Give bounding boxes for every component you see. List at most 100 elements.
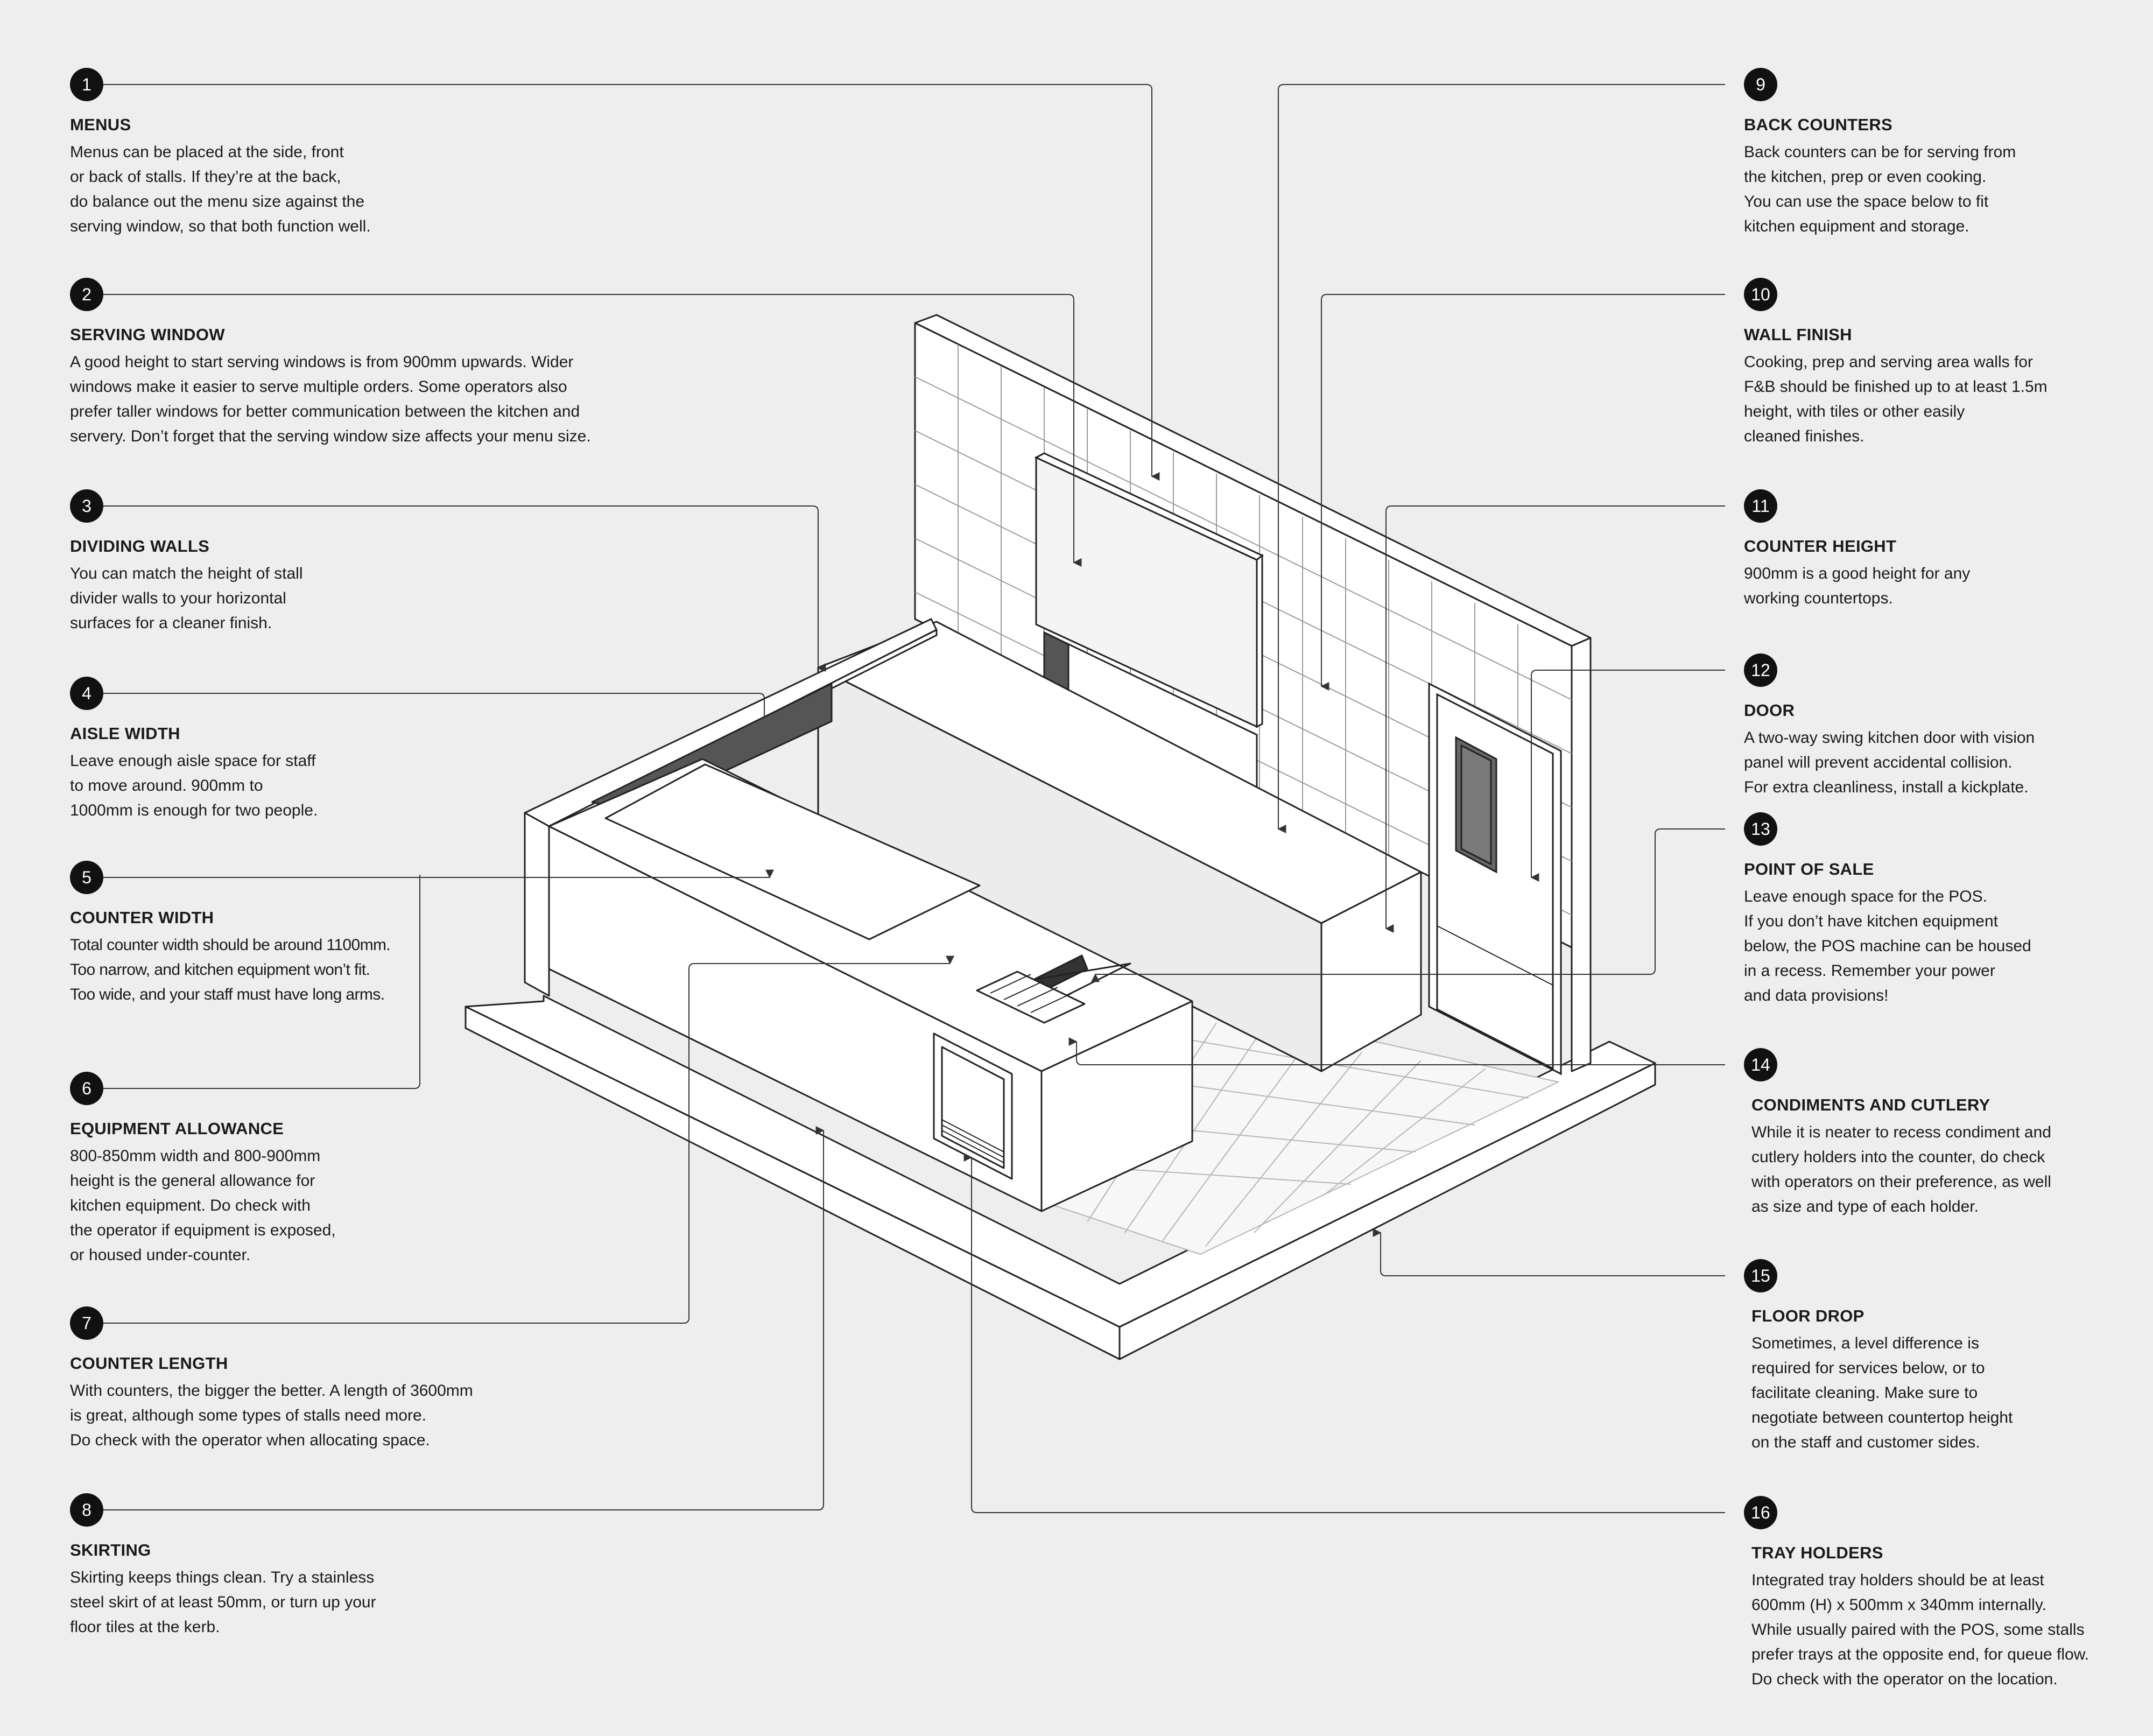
callout-line: Too wide, and your staff must have long …: [70, 986, 385, 1003]
callout-line: cutlery holders into the counter, do che…: [1751, 1148, 2045, 1166]
callout-line: serving window, so that both function we…: [70, 217, 371, 235]
callout-text: Leave enough space for the POS. If you d…: [1744, 884, 2031, 1008]
menu-board: [1034, 452, 1264, 728]
callout-line: facilitate cleaning. Make sure to: [1751, 1384, 1978, 1402]
callout-line: F&B should be finished up to at least 1.…: [1744, 378, 2048, 396]
callout-line: cleaned finishes.: [1744, 427, 1864, 445]
callout-line: If you don’t have kitchen equipment: [1744, 912, 1998, 930]
callout-title: TRAY HOLDERS: [1751, 1543, 1883, 1562]
callout-line: do balance out the menu size against the: [70, 193, 365, 210]
callout-text: Back counters can be for serving from th…: [1744, 140, 2016, 239]
callout-number: 2: [70, 278, 103, 311]
callout-text: A good height to start serving windows i…: [70, 350, 591, 449]
callout-line: and data provisions!: [1744, 987, 1889, 1004]
callout-title: FLOOR DROP: [1751, 1306, 1864, 1325]
callout-text: Leave enough aisle space for staff to mo…: [70, 749, 318, 823]
callout-title: COUNTER LENGTH: [70, 1354, 228, 1373]
callout-number: 14: [1744, 1048, 1777, 1081]
callout-line: the operator if equipment is exposed,: [70, 1221, 336, 1239]
callout-line: For extra cleanliness, install a kickpla…: [1744, 778, 2029, 796]
callout-line: Cooking, prep and serving area walls for: [1744, 353, 2033, 371]
callout-title: WALL FINISH: [1744, 325, 1852, 344]
callout-number: 15: [1744, 1259, 1777, 1292]
callout-line: on the staff and customer sides.: [1751, 1433, 1980, 1451]
callout-title: AISLE WIDTH: [70, 724, 180, 743]
callout-number: 16: [1744, 1496, 1777, 1529]
callout-line: required for services below, or to: [1751, 1359, 1985, 1377]
callout-title: SERVING WINDOW: [70, 325, 225, 344]
callout-text: With counters, the bigger the better. A …: [70, 1379, 473, 1453]
callout-line: height, with tiles or other easily: [1744, 403, 1965, 420]
callout-line: A good height to start serving windows i…: [70, 353, 574, 371]
callout-title: MENUS: [70, 115, 131, 134]
callout-number: 5: [70, 861, 103, 894]
callout-title: COUNTER WIDTH: [70, 908, 214, 927]
callout-line: to move around. 900mm to: [70, 777, 263, 795]
callout-title: DOOR: [1744, 701, 1795, 720]
callout-title: EQUIPMENT ALLOWANCE: [70, 1119, 284, 1138]
callout-number: 10: [1744, 278, 1777, 311]
callout-text: Skirting keeps things clean. Try a stain…: [70, 1565, 376, 1640]
callout-title: DIVIDING WALLS: [70, 537, 210, 556]
callout-line: or housed under-counter.: [70, 1246, 251, 1264]
callout-title: CONDIMENTS AND CUTLERY: [1751, 1095, 1990, 1114]
callout-line: With counters, the bigger the better. A …: [70, 1382, 473, 1400]
callout-line: in a recess. Remember your power: [1744, 962, 1995, 980]
leader-lines: [103, 84, 1725, 1513]
front-counter: [548, 758, 1193, 1212]
callout-line: below, the POS machine can be housed: [1744, 937, 2031, 955]
callout-title: BACK COUNTERS: [1744, 115, 1893, 134]
callout-line: is great, although some types of stalls …: [70, 1407, 427, 1424]
callout-title: COUNTER HEIGHT: [1744, 537, 1897, 556]
callout-line: Do check with the operator on the locati…: [1751, 1670, 2058, 1688]
callout-line: the kitchen, prep or even cooking.: [1744, 168, 1987, 186]
callout-line: Total counter width should be around 110…: [70, 936, 391, 954]
callout-line: You can match the height of stall: [70, 565, 303, 582]
callout-number: 6: [70, 1072, 103, 1105]
callout-number: 3: [70, 489, 103, 523]
callout-text: Cooking, prep and serving area walls for…: [1744, 350, 2048, 449]
callout-number: 1: [70, 68, 103, 101]
callout-text: While it is neater to recess condiment a…: [1751, 1120, 2051, 1219]
callout-line: kitchen equipment and storage.: [1744, 217, 1969, 235]
callout-number: 4: [70, 677, 103, 710]
callout-line: 1000mm is enough for two people.: [70, 802, 318, 819]
callout-line: surfaces for a cleaner finish.: [70, 614, 272, 632]
callout-line: servery. Don’t forget that the serving w…: [70, 427, 591, 445]
callout-text: A two-way swing kitchen door with vision…: [1744, 726, 2035, 800]
callout-text: Sometimes, a level difference is require…: [1751, 1331, 2013, 1455]
door: [1428, 682, 1562, 1076]
callout-line: Sometimes, a level difference is: [1751, 1334, 1979, 1352]
callout-line: windows make it easier to serve multiple…: [70, 378, 567, 396]
callout-line: divider walls to your horizontal: [70, 589, 286, 607]
callout-line: Too narrow, and kitchen equipment won’t …: [70, 961, 370, 979]
callout-line: prefer taller windows for better communi…: [70, 403, 580, 420]
callout-line: 800-850mm width and 800-900mm: [70, 1147, 321, 1165]
callout-line: Leave enough aisle space for staff: [70, 752, 316, 770]
callout-line: 900mm is a good height for any: [1744, 565, 1971, 582]
callout-number: 12: [1744, 653, 1777, 687]
callout-line: While usually paired with the POS, some …: [1751, 1621, 2085, 1639]
callout-line: or back of stalls. If they’re at the bac…: [70, 168, 341, 186]
floor-slab: [465, 995, 1656, 1360]
callout-line: with operators on their preference, as w…: [1751, 1173, 2051, 1191]
callout-title: POINT OF SALE: [1744, 860, 1874, 878]
callout-line: floor tiles at the kerb.: [70, 1618, 220, 1636]
callout-line: Skirting keeps things clean. Try a stain…: [70, 1569, 375, 1586]
callout-number: 7: [70, 1306, 103, 1340]
callout-line: steel skirt of at least 50mm, or turn up…: [70, 1593, 376, 1611]
callout-line: While it is neater to recess condiment a…: [1751, 1123, 2051, 1141]
callout-line: panel will prevent accidental collision.: [1744, 754, 2013, 771]
callout-text: 900mm is a good height for any working c…: [1744, 561, 1970, 611]
callout-line: Back counters can be for serving from: [1744, 143, 2016, 161]
callout-number: 9: [1744, 68, 1777, 101]
callout-line: Integrated tray holders should be at lea…: [1751, 1571, 2044, 1589]
back-counter: [817, 621, 1422, 1072]
callout-number: 8: [70, 1493, 103, 1527]
callout-text: Total counter width should be around 110…: [70, 933, 391, 1007]
callout-line: You can use the space below to fit: [1744, 193, 1989, 210]
callout-line: working countertops.: [1744, 589, 1893, 607]
callout-text: Menus can be placed at the side, front o…: [70, 140, 371, 239]
callout-line: Leave enough space for the POS.: [1744, 888, 1987, 905]
